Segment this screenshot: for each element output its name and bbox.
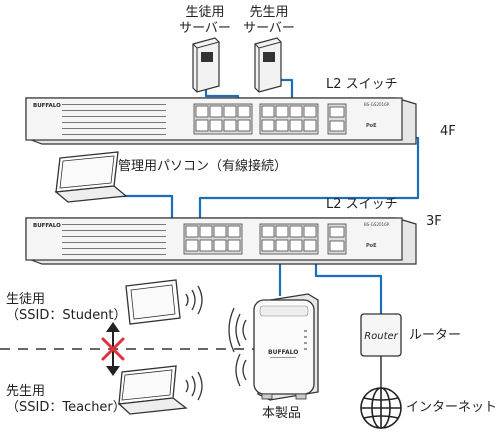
teacher-laptop: [117, 365, 188, 415]
teacher-wifi-waves-icon: [185, 371, 203, 401]
teacher-device-label-line1: 先生用: [6, 384, 46, 399]
student-server-label-line1: 生徒用: [185, 5, 225, 20]
switch-brand-logo: BUFFALO: [33, 103, 61, 109]
switch-port-block-1: [193, 103, 253, 135]
switch-brand-logo: BUFFALO: [33, 223, 61, 229]
floor-3f-label: 3F: [426, 214, 442, 229]
router-device: Router: [360, 313, 402, 357]
switch-led-panel: [62, 224, 166, 255]
server-front-panel: [263, 52, 275, 62]
teacher-server-label: 先生用 サーバー: [240, 5, 298, 37]
switch-model-text: BS-GS2016P: [364, 102, 390, 107]
student-server-label: 生徒用 サーバー: [176, 5, 234, 37]
student-device-label-line2: （SSID：Student）: [6, 308, 127, 323]
router-label: ルーター: [409, 328, 462, 343]
ap-brand-logo: BUFFALO: [268, 349, 298, 356]
teacher-device-label-line2: （SSID：Teacher）: [6, 400, 126, 415]
admin-laptop: [54, 151, 128, 203]
switch-model-text: BS-GS2016P: [364, 222, 390, 227]
student-wifi-waves-icon: [185, 285, 203, 315]
switch-port-block-2: [259, 223, 319, 255]
access-point-label: 本製品: [262, 406, 302, 421]
switch-port-block-2: [259, 103, 319, 135]
student-tablet: [125, 279, 181, 325]
teacher-server: [254, 37, 282, 93]
router-text: Router: [364, 331, 398, 342]
ap-top-panel: [259, 305, 309, 317]
server-body: [254, 37, 282, 93]
student-server-label-line2: サーバー: [179, 21, 231, 36]
top-l2-switch: BUFFALO BS-GS2016P PoE: [25, 97, 417, 145]
access-point-device: BUFFALO: [253, 293, 319, 401]
bottom-switch-label: L2 スイッチ: [326, 197, 398, 212]
teacher-device-label: 先生用 （SSID：Teacher）: [6, 384, 126, 416]
student-device-label: 生徒用 （SSID：Student）: [6, 292, 127, 324]
floor-4f-label: 4F: [440, 124, 456, 139]
teacher-server-label-line1: 先生用: [249, 5, 289, 20]
switch-sfp-ports: [327, 223, 347, 255]
bottom-l2-switch: BUFFALO BS-GS2016P PoE: [25, 217, 417, 265]
blocked-x-icon: [101, 337, 125, 361]
student-server: [192, 37, 220, 93]
internet-label: インターネット: [406, 400, 498, 415]
internet-globe-icon: [360, 387, 402, 429]
server-body: [192, 37, 220, 93]
teacher-server-label-line2: サーバー: [243, 21, 295, 36]
top-switch-label: L2 スイッチ: [326, 77, 398, 92]
switch-sfp-ports: [327, 103, 347, 135]
student-device-label-line1: 生徒用: [6, 292, 46, 307]
switch-led-panel: [62, 104, 166, 135]
poe-text: PoE: [366, 243, 377, 249]
switch-port-block-1: [183, 223, 243, 255]
access-point-waves-left-icon: [228, 307, 247, 387]
poe-text: PoE: [366, 123, 377, 129]
server-front-panel: [201, 52, 213, 62]
admin-pc-label: 管理用パソコン（有線接続）: [118, 159, 288, 174]
